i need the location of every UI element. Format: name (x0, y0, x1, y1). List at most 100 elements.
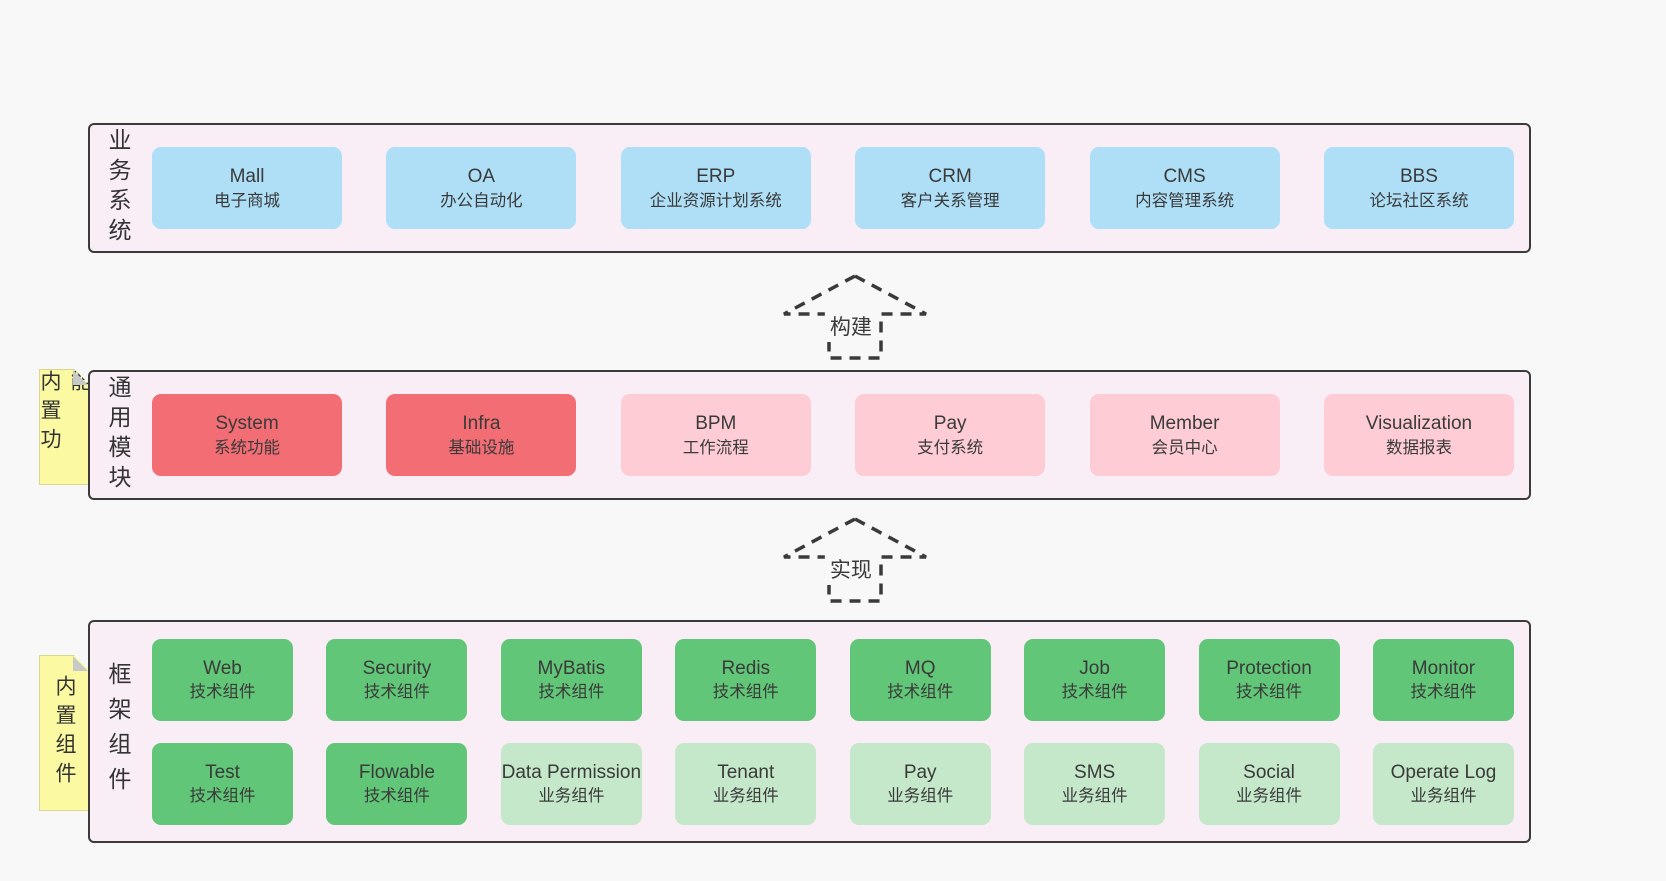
box-title: Member (1149, 413, 1220, 435)
box-subtitle: 企业资源计划系统 (649, 191, 782, 210)
box-social: Social 业务组件 (1198, 742, 1340, 825)
box-title: Protection (1226, 657, 1312, 679)
box-subtitle: 基础设施 (448, 438, 515, 457)
box-flowable: Flowable 技术组件 (326, 742, 468, 825)
box-mq: MQ 技术组件 (849, 638, 991, 721)
box-title: CMS (1163, 166, 1206, 188)
modules-box-row: System 系统功能 Infra 基础设施 BPM 工作流程 Pay 支付系统 Member 会… (146, 372, 1529, 498)
box-subtitle: 会员中心 (1151, 438, 1218, 457)
box-subtitle: 业务组件 (538, 787, 605, 806)
box-subtitle: 电子商城 (214, 191, 280, 210)
sticky-note-builtin-features: 内置功能 (39, 369, 89, 485)
box-subtitle: 技术组件 (712, 683, 779, 702)
box-subtitle: 办公自动化 (440, 191, 523, 210)
box-mall: Mall 电子商城 (152, 147, 342, 229)
box-protection: Protection 技术组件 (1198, 638, 1340, 721)
box-title: Data Permission (501, 761, 642, 783)
band-label-business: 业务系统 (105, 128, 131, 248)
implement-arrow-label: 实现 (824, 553, 877, 585)
framework-box-row-2: Test 技术组件 Flowable 技术组件 Data Permission 业务组件 T… (152, 742, 1514, 825)
box-subtitle: 工作流程 (682, 438, 749, 457)
box-title: Monitor (1411, 657, 1476, 679)
box-title: BBS (1399, 166, 1438, 188)
box-mybatis: MyBatis 技术组件 (500, 638, 642, 721)
box-subtitle: 客户关系管理 (900, 191, 1000, 210)
box-subtitle: 论坛社区系统 (1369, 191, 1469, 210)
box-crm: CRM 客户关系管理 (855, 147, 1046, 229)
box-subtitle: 系统功能 (214, 438, 280, 457)
box-title: Social (1243, 761, 1295, 783)
box-title: ERP (696, 166, 736, 188)
band-business-systems: 业务系统 Mall 电子商城 OA 办公自动化 ERP 企业资源计划系统 CRM 客户关系管理… (88, 123, 1531, 253)
box-pay: Pay 支付系统 (855, 394, 1046, 476)
box-subtitle: 技术组件 (887, 683, 954, 702)
box-subtitle: 技术组件 (363, 787, 430, 806)
box-web: Web 技术组件 (152, 638, 293, 721)
box-title: MyBatis (537, 657, 606, 679)
box-sms: SMS 业务组件 (1024, 742, 1166, 825)
box-title: Mall (229, 166, 265, 188)
up-block-arrow-icon (783, 517, 927, 603)
box-subtitle: 内容管理系统 (1135, 191, 1235, 210)
box-monitor: Monitor 技术组件 (1372, 638, 1514, 721)
box-title: System (215, 413, 279, 435)
box-subtitle: 技术组件 (538, 683, 605, 702)
box-title: Job (1079, 657, 1110, 679)
band-label-framework: 框架组件 (105, 661, 131, 802)
build-arrow-label: 构建 (824, 310, 877, 342)
box-title: Test (205, 761, 240, 783)
box-member: Member 会员中心 (1089, 394, 1280, 476)
box-bpm: BPM 工作流程 (620, 394, 811, 476)
box-infra: Infra 基础设施 (386, 394, 577, 476)
box-title: CRM (928, 166, 972, 188)
box-title: OA (467, 166, 496, 188)
business-box-row: Mall 电子商城 OA 办公自动化 ERP 企业资源计划系统 CRM 客户关系管理 CMS 内容… (146, 125, 1529, 251)
box-subtitle: 技术组件 (1410, 683, 1477, 702)
box-subtitle: 技术组件 (189, 787, 256, 806)
box-subtitle: 技术组件 (363, 683, 430, 702)
up-block-arrow-icon (783, 274, 927, 360)
band-common-modules: 通用模块 System 系统功能 Infra 基础设施 BPM 工作流程 Pay 支付系统 Me… (88, 370, 1531, 500)
box-title: Operate Log (1390, 761, 1497, 783)
box-test: Test 技术组件 (152, 742, 293, 825)
box-subtitle: 支付系统 (917, 438, 984, 457)
box-operate-log: Operate Log 业务组件 (1372, 742, 1514, 825)
band-label-modules: 通用模块 (105, 375, 131, 495)
box-title: Pay (903, 761, 937, 783)
box-subtitle: 业务组件 (887, 787, 954, 806)
sticky-note-builtin-components: 内置组件 (39, 655, 89, 811)
box-title: Redis (721, 657, 771, 679)
box-title: Security (362, 657, 432, 679)
box-system: System 系统功能 (152, 394, 342, 476)
box-cms: CMS 内容管理系统 (1089, 147, 1280, 229)
box-subtitle: 业务组件 (1061, 787, 1128, 806)
box-subtitle: 业务组件 (1236, 787, 1303, 806)
box-subtitle: 技术组件 (189, 683, 256, 702)
box-title: SMS (1074, 761, 1116, 783)
box-title: Flowable (358, 761, 435, 783)
box-title: Infra (462, 413, 501, 435)
box-visualization: Visualization 数据报表 (1323, 394, 1514, 476)
box-job: Job 技术组件 (1024, 638, 1166, 721)
box-subtitle: 技术组件 (1061, 683, 1128, 702)
box-title: BPM (695, 413, 737, 435)
box-title: MQ (904, 657, 936, 679)
build-arrow: 构建 (780, 272, 930, 362)
box-subtitle: 数据报表 (1385, 438, 1452, 457)
box-security: Security 技术组件 (326, 638, 468, 721)
box-bbs: BBS 论坛社区系统 (1323, 147, 1514, 229)
box-title: Tenant (717, 761, 775, 783)
box-oa: OA 办公自动化 (386, 147, 577, 229)
box-title: Pay (933, 413, 967, 435)
box-subtitle: 业务组件 (1410, 787, 1477, 806)
box-title: Visualization (1365, 413, 1473, 435)
box-redis: Redis 技术组件 (675, 638, 817, 721)
box-data-permission: Data Permission 业务组件 (500, 742, 642, 825)
box-subtitle: 技术组件 (1236, 683, 1303, 702)
box-title: Web (203, 657, 242, 679)
